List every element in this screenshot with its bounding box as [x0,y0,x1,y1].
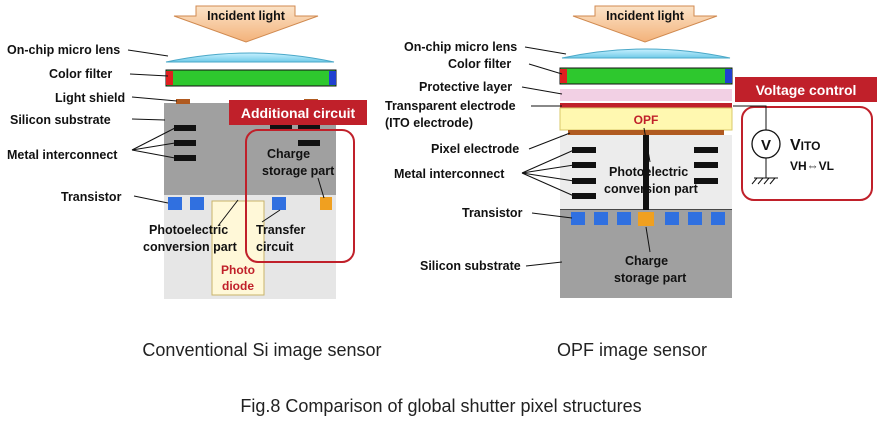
vh-vl-label: VH⇔VL [790,159,834,173]
pixel-electrode-label: Pixel electrode [431,142,519,156]
leader-micro-lens-left [127,49,169,57]
leader-micro-lens-right [524,46,567,55]
incident-light-label-right: Incident light [606,9,685,23]
photo-conv-label-left-1: Photoelectric [149,223,228,237]
charge-storage-label-left-1: Charge [267,147,310,161]
opf-sensor-diagram: Incident light OPF [385,5,877,360]
micro-lens-left [165,52,335,63]
pixel-electrode [568,130,724,135]
metal-interconnect-right [572,135,718,210]
protective-layer-label: Protective layer [419,80,512,94]
photo-conv-label-left-2: conversion part [143,240,238,254]
silicon-substrate-label-right: Silicon substrate [420,259,521,273]
light-shield-label: Light shield [55,91,125,105]
photo-diode-box [211,200,265,296]
additional-circuit-tag-text: Additional circuit [241,105,356,121]
transistors-left [168,197,286,210]
leader-substrate-left [131,118,166,121]
ground-symbol [751,177,778,185]
micro-lens-label-right: On-chip micro lens [404,40,517,54]
filter-red-strip [166,71,173,85]
silicon-substrate-label-left: Silicon substrate [10,113,111,127]
transparent-electrode [560,103,732,108]
photo-conv-label-right-2: conversion part [604,182,699,196]
filter-blue-strip-right [725,69,732,83]
leader-charge-right [645,226,651,253]
leader-pixel-electrode [528,132,571,150]
conventional-sensor-diagram: Incident light [7,5,382,360]
ito-electrode-label: (ITO electrode) [385,116,473,130]
leader-substrate-right [525,261,563,267]
leader-transistor-right [531,212,573,219]
leader-color-filter-left [129,73,169,77]
color-filter-right [559,67,733,85]
transistor-label-right: Transistor [462,206,523,220]
filter-blue-strip [329,71,336,85]
light-shield-left [176,99,190,104]
color-filter-left [165,69,337,87]
caption-opf: OPF image sensor [557,340,707,360]
figure-caption: Fig.8 Comparison of global shutter pixel… [240,396,641,416]
caption-conventional: Conventional Si image sensor [142,340,381,360]
voltage-control-outline [741,106,873,201]
charge-storage-label-right-1: Charge [625,254,668,268]
opf-label: OPF [634,113,659,127]
photo-diode-label-1: Photo [221,263,255,277]
filter-red-strip-right [560,69,567,83]
leader-protective-layer [521,86,563,95]
leader-transfer [261,209,281,223]
micro-lens-label-left: On-chip micro lens [7,43,120,57]
photo-conv-label-right-1: Photoelectric [609,165,688,179]
leader-photo-conv-right [643,127,651,163]
metal-interconnect-left [174,125,320,161]
leader-color-filter-right [528,63,563,75]
transfer-label-1: Transfer [256,223,305,237]
metal-interconnect-label-right: Metal interconnect [394,167,505,181]
leader-photo-conv-left [217,199,239,227]
additional-circuit-outline [245,129,355,263]
leader-metal-right [521,149,575,197]
transfer-label-2: circuit [256,240,294,254]
charge-storage-right [638,212,654,226]
leader-light-shield [131,96,178,102]
incident-light-label: Incident light [207,9,286,23]
v-ito-label: VITO [790,137,820,154]
voltmeter-letter: V [761,137,771,154]
color-filter-label-left: Color filter [49,67,112,81]
protective-layer [560,89,732,101]
charge-storage-label-right-2: storage part [614,271,687,285]
voltmeter-symbol [751,129,781,159]
metal-interconnect-label-left: Metal interconnect [7,148,118,162]
photo-diode-label-2: diode [222,279,254,293]
voltage-wire [733,105,767,178]
incident-light-arrow-right: Incident light [572,5,718,43]
additional-circuit-tag [229,100,367,125]
color-filter-label-right: Color filter [448,57,511,71]
leader-metal-left [131,127,176,159]
incident-light-arrow-left: Incident light [173,5,319,43]
micro-lens-right [561,48,731,59]
transparent-electrode-label: Transparent electrode [385,99,516,113]
transistors-right [571,212,725,225]
voltage-control-tag-text: Voltage control [756,82,857,98]
charge-storage-left [320,197,332,210]
leader-charge-left [317,177,325,199]
leader-transistor-left [133,195,169,204]
transistor-label-left: Transistor [61,190,122,204]
charge-storage-label-left-2: storage part [262,164,335,178]
voltage-control-tag [735,77,877,102]
